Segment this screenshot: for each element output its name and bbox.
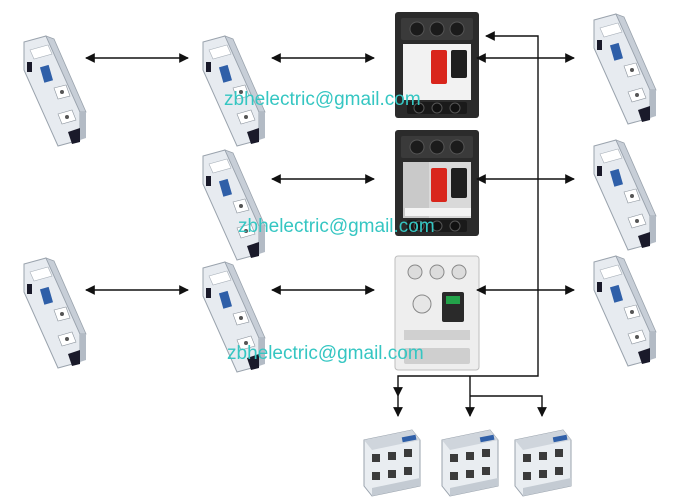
front-contact-block-2 bbox=[441, 429, 499, 497]
contact-block-row2 bbox=[202, 149, 266, 261]
right-contact-block-bottom bbox=[593, 255, 657, 367]
breaker-bottom bbox=[394, 255, 480, 371]
right-contact-block-top bbox=[593, 13, 657, 125]
front-contact-block-1 bbox=[363, 429, 421, 497]
connection-arrows bbox=[85, 31, 575, 417]
breaker-top bbox=[394, 11, 480, 119]
right-contact-block-middle bbox=[593, 139, 657, 251]
left-contact-block-bottom bbox=[23, 257, 87, 369]
contact-block-row1 bbox=[202, 35, 266, 147]
front-contact-block-3 bbox=[514, 429, 572, 497]
left-contact-block-top bbox=[23, 35, 87, 147]
contact-block-row3 bbox=[202, 261, 266, 373]
breaker-middle bbox=[394, 129, 480, 237]
